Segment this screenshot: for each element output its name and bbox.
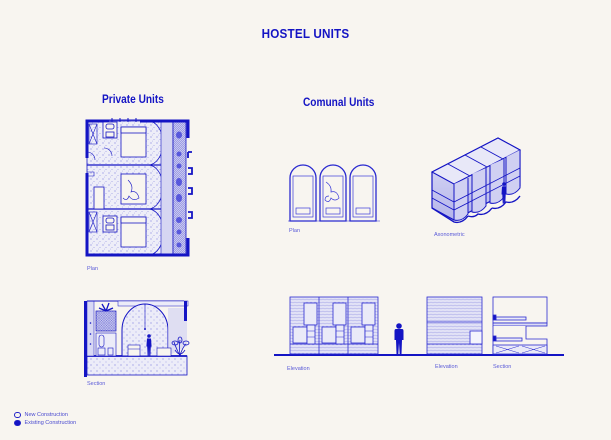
legend: New Construction Existing Construction [14, 411, 76, 427]
private-plan-caption: Plan [87, 266, 99, 272]
comunal-units-plan-drawing [288, 164, 380, 222]
circle-filled-icon [14, 419, 21, 427]
page-title: HOSTEL UNITS [261, 26, 350, 41]
comunal-plan-caption: Plan [289, 228, 301, 234]
private-units-section-drawing [84, 300, 190, 377]
private-units-plan-drawing [85, 118, 193, 257]
private-units-heading: Private Units [102, 94, 164, 106]
elevation-caption-2: Elevation [435, 364, 458, 370]
circle-outline-icon [14, 411, 21, 419]
comunal-units-heading: Comunal Units [303, 97, 375, 109]
legend-item-new: New Construction [14, 411, 76, 419]
legend-label: Existing Construction [24, 420, 77, 426]
comunal-units-axonometric-drawing [430, 137, 522, 224]
axonometric-caption: Axonometric [434, 232, 465, 238]
section-caption: Section [493, 364, 512, 370]
legend-label: New Construction [24, 412, 68, 418]
comunal-units-elevation-section-drawing [274, 296, 564, 356]
legend-item-existing: Existing Construction [14, 419, 76, 427]
private-section-caption: Section [87, 381, 106, 387]
elevation-caption-1: Elevation [287, 366, 310, 372]
